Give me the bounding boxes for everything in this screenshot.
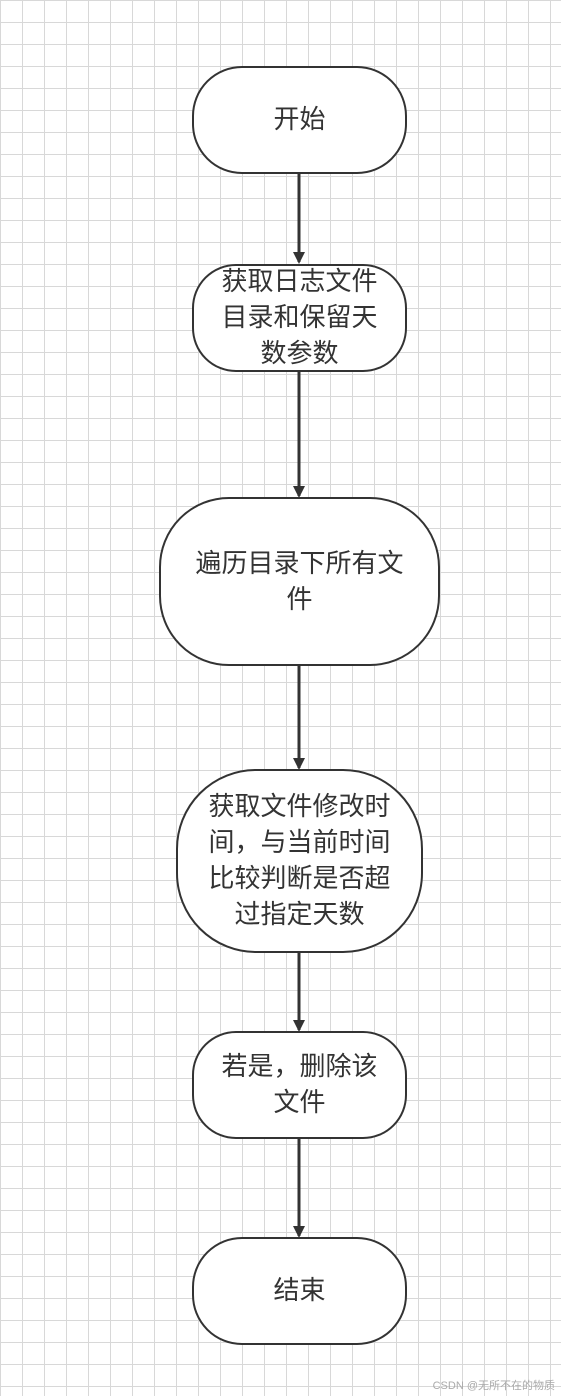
node-get-params: 获取日志文件 目录和保留天 数参数 (192, 264, 407, 372)
watermark: CSDN @无所不在的物质 (432, 1380, 555, 1392)
node-compare-time: 获取文件修改时 间，与当前时间 比较判断是否超 过指定天数 (176, 769, 423, 953)
node-delete: 若是，删除该 文件 (192, 1031, 407, 1139)
node-traverse: 遍历目录下所有文 件 (159, 497, 440, 666)
node-start: 开始 (192, 66, 407, 174)
node-end: 结束 (192, 1237, 407, 1345)
